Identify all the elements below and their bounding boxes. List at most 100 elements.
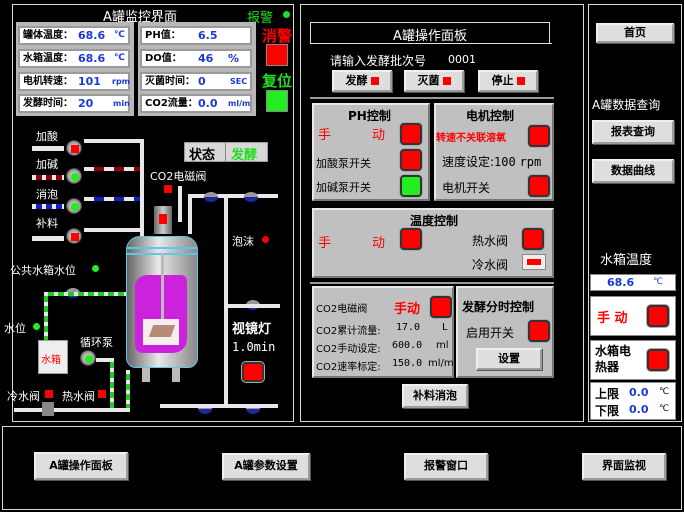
upper-limit-value[interactable]: 0.0 — [629, 386, 649, 399]
cold-valve-label: 冷水阀 — [7, 390, 40, 403]
field-water-temp: 水箱温度：68.6℃ — [18, 49, 130, 68]
batch-prompt: 请输入发酵批次号 — [330, 54, 427, 68]
report-query-button[interactable]: 报表查询 — [592, 120, 674, 144]
circ-pump[interactable] — [80, 350, 96, 366]
pipe — [14, 408, 130, 412]
water-tank: 水箱 — [38, 340, 68, 374]
ferment-button[interactable]: 发酵 — [332, 70, 392, 92]
stop-button[interactable]: 停止 — [478, 70, 538, 92]
pipe — [224, 196, 228, 408]
footer-params-button[interactable]: A罐参数设置 — [222, 453, 310, 480]
pump-label-defoam: 消泡 — [36, 188, 58, 201]
co2-valve-label: CO2电磁阀 — [150, 170, 207, 183]
upper-limit-unit: ℃ — [659, 387, 670, 397]
motor-control-panel: 电机控制 转速不关联溶氧 速度设定:100 rpm 电机开关 — [434, 103, 554, 201]
silence-button[interactable] — [266, 44, 288, 66]
pipe — [32, 146, 64, 151]
base-pump-toggle[interactable] — [400, 175, 422, 197]
monitor-frame — [12, 4, 294, 422]
do-link-label: 转速不关联溶氧 — [436, 133, 506, 144]
pipe — [188, 194, 192, 234]
data-curve-button[interactable]: 数据曲线 — [592, 159, 674, 183]
co2-valve-toggle[interactable] — [430, 296, 452, 318]
acid-pump-label: 加酸泵开关 — [316, 157, 371, 170]
ph-title: PH控制 — [348, 109, 391, 123]
pipe-water-in — [44, 292, 126, 296]
field-tank-temp: 罐体温度：68.6℃ — [18, 26, 130, 45]
sight-lamp-time: 1.0min — [232, 340, 276, 354]
timed-enable-label: 启用开关 — [466, 326, 515, 340]
hot-valve-ctrl-label: 热水阀 — [472, 234, 509, 248]
cold-valve[interactable] — [42, 402, 54, 416]
ops-frame — [300, 4, 584, 422]
heater-toggle[interactable] — [647, 349, 669, 371]
pipe — [140, 139, 144, 249]
valve-bottom-1[interactable] — [198, 404, 212, 414]
pipe-defoam — [32, 204, 64, 209]
ops-divider-2 — [310, 282, 554, 284]
do-link-toggle[interactable] — [528, 125, 550, 147]
pump-defoam[interactable] — [66, 198, 82, 214]
tank-mode-toggle[interactable] — [647, 305, 669, 327]
footer-monitor-button[interactable]: 界面监视 — [582, 453, 666, 480]
footer-frame — [2, 426, 682, 510]
upper-limit-label: 上限 — [595, 387, 620, 401]
base-pump-label: 加碱泵开关 — [316, 181, 371, 194]
timed-enable-toggle[interactable] — [528, 320, 550, 342]
pump-feed[interactable] — [66, 228, 82, 244]
speed-input[interactable]: 100 — [494, 155, 516, 169]
exhaust-valve-2[interactable] — [244, 192, 258, 202]
ph-mode-toggle[interactable] — [400, 123, 422, 145]
pipe — [226, 304, 280, 308]
acid-pump-toggle[interactable] — [400, 149, 422, 171]
ph-mode-a: 手 — [318, 128, 332, 143]
home-button[interactable]: 首页 — [596, 23, 674, 43]
ops-divider — [310, 97, 554, 99]
timed-control-panel: 发酵分时控制 启用开关 设置 — [456, 286, 554, 378]
co2-mode-label: 手动 — [394, 302, 421, 317]
monitor-title: A罐监控界面 — [103, 10, 177, 25]
public-tank-label: 公共水箱水位 — [10, 264, 76, 277]
cold-valve-ctrl-label: 冷水阀 — [472, 258, 509, 272]
timed-set-button[interactable]: 设置 — [476, 348, 542, 370]
footer-alarm-window-button[interactable]: 报警窗口 — [404, 453, 488, 480]
tank-mode-box: 手 动 — [590, 296, 676, 336]
water-level-lamp-icon — [33, 323, 40, 330]
pump-acid[interactable] — [66, 140, 82, 156]
pipe-water-down — [44, 292, 48, 340]
hot-valve-toggle[interactable] — [522, 228, 544, 250]
reset-button[interactable] — [266, 90, 288, 112]
pipe-base-out — [84, 167, 142, 171]
pipe — [178, 186, 182, 222]
motor-title: 电机控制 — [466, 109, 515, 123]
lower-limit-value[interactable]: 0.0 — [629, 403, 649, 416]
feed-defoam-button[interactable]: 补料消泡 — [402, 384, 468, 408]
speed-setting: 速度设定:100 rpm — [442, 155, 542, 169]
tank-temp-value: 68.6 — [607, 276, 635, 289]
temp-mode-toggle[interactable] — [400, 228, 422, 250]
co2-manual-input[interactable]: 600.0 — [392, 340, 423, 351]
pump-label-base: 加碱 — [36, 158, 58, 171]
co2-rate-input[interactable]: 150.0 — [392, 358, 423, 369]
valve-bottom-2[interactable] — [246, 404, 260, 414]
sterilize-button[interactable]: 灭菌 — [404, 70, 464, 92]
exhaust-valve-1[interactable] — [204, 192, 218, 202]
lower-limit-unit: ℃ — [659, 404, 670, 414]
pump-base[interactable] — [66, 168, 82, 184]
lower-limit-label: 下限 — [595, 404, 620, 418]
batch-number-input[interactable]: 0001 — [448, 53, 476, 66]
water-level-label: 水位 — [4, 322, 26, 335]
pump-label-feed: 补料 — [36, 217, 58, 230]
heater-box: 水箱电热器 — [590, 340, 676, 380]
foam-lamp-icon — [262, 236, 269, 243]
footer-ops-panel-button[interactable]: A罐操作面板 — [34, 452, 128, 480]
motor-switch-toggle[interactable] — [528, 175, 550, 197]
ph-control-panel: PH控制 手 动 加酸泵开关 加碱泵开关 — [312, 103, 430, 201]
cold-valve-toggle[interactable] — [522, 254, 546, 270]
heater-label: 水箱电热器 — [595, 344, 632, 374]
sight-lamp-button[interactable] — [242, 362, 264, 382]
sight-lamp-label: 视镜灯 — [232, 322, 272, 337]
